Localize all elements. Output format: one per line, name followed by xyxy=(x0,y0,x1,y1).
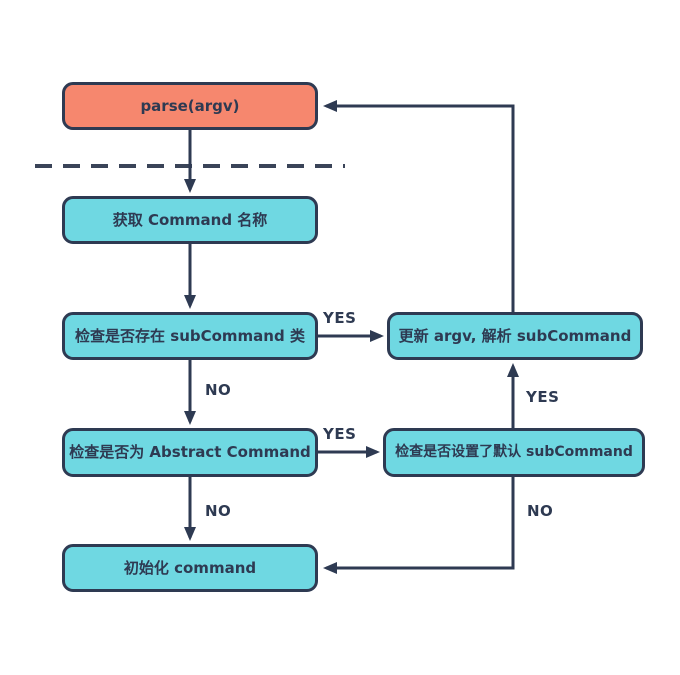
node-init-command: 初始化 command xyxy=(62,544,318,592)
edge-label-subcommand-yes: YES xyxy=(323,309,357,327)
node-parse-argv: parse(argv) xyxy=(62,82,318,130)
node-check-subcommand-exists: 检查是否存在 subCommand 类 xyxy=(62,312,318,360)
node-get-command-name: 获取 Command 名称 xyxy=(62,196,318,244)
edge-label-abstract-yes: YES xyxy=(323,425,357,443)
edge-label-default-yes: YES xyxy=(526,388,560,406)
edge-label-default-no: NO xyxy=(527,502,554,520)
edge-label-subcommand-no: NO xyxy=(205,381,232,399)
node-update-argv-parse-subcommand: 更新 argv, 解析 subCommand xyxy=(387,312,643,360)
node-check-default-subcommand: 检查是否设置了默认 subCommand xyxy=(383,428,645,477)
node-check-abstract-command: 检查是否为 Abstract Command xyxy=(62,428,318,477)
edge-label-abstract-no: NO xyxy=(205,502,232,520)
